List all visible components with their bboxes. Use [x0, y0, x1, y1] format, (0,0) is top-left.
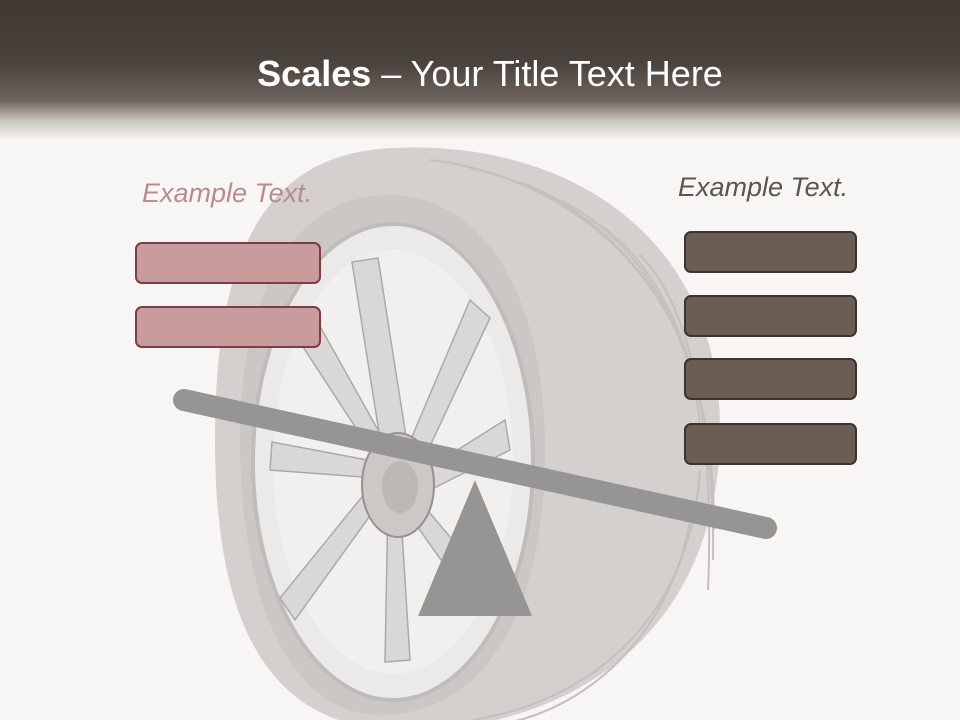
left-caption: Example Text. [142, 178, 313, 208]
right-box-3 [684, 358, 857, 400]
left-box-1 [135, 242, 321, 284]
right-caption: Example Text. [678, 172, 849, 202]
left-box-2 [135, 306, 321, 348]
title-bold: Scales [257, 53, 372, 94]
right-box-2 [684, 295, 857, 337]
scale-beam [173, 389, 777, 539]
right-box-1 [684, 231, 857, 273]
header-bar [0, 0, 960, 140]
fulcrum-triangle [418, 480, 532, 616]
page-title: Scales – Your Title Text Here [0, 52, 960, 96]
right-box-4 [684, 423, 857, 465]
title-rest: – Your Title Text Here [371, 53, 723, 94]
